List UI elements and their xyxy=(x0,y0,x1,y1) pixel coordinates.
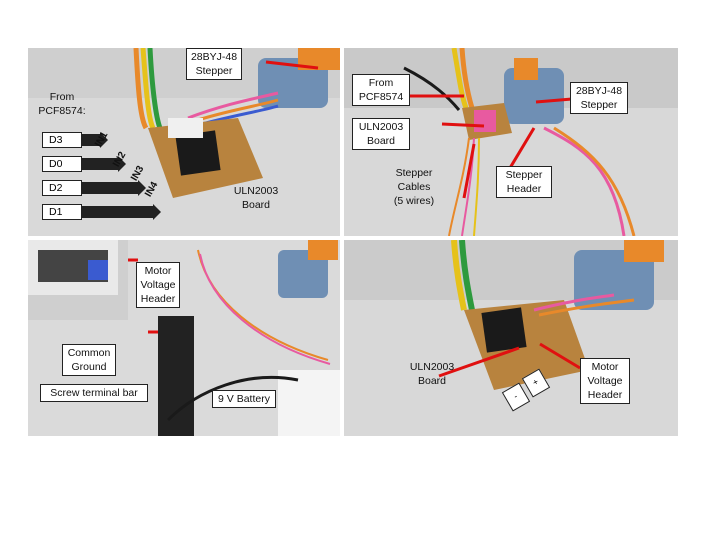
photo-panel-voltage-header: ULN2003 Board - + Motor Voltage Header xyxy=(344,240,678,436)
cables-label: Stepper Cables (5 wires) xyxy=(393,167,435,207)
stepper-label: 28BYJ-48 Stepper xyxy=(570,82,628,114)
motor-voltage-label: Motor Voltage Header xyxy=(580,358,630,404)
motor-voltage-label: Motor Voltage Header xyxy=(136,262,180,308)
pin-d1: D1 xyxy=(42,204,82,220)
pin-d2: D2 xyxy=(42,180,82,196)
stepper-label: 28BYJ-48 Stepper xyxy=(186,48,242,80)
photo-power xyxy=(28,240,340,436)
board-label: ULN2003 Board xyxy=(409,361,455,387)
board-label: ULN2003 Board xyxy=(233,185,279,211)
header-label: Stepper Header xyxy=(496,166,552,198)
photo-panel-stepper-cables: From PCF8574 28BYJ-48 Stepper ULN2003 Bo… xyxy=(344,48,678,236)
terminal-bar-label: Screw terminal bar xyxy=(40,384,148,402)
pin-d3: D3 xyxy=(42,132,82,148)
from-pcf-label: From PCF8574 xyxy=(352,74,410,106)
photo-panel-board-wiring: 28BYJ-48 Stepper From PCF8574: D3 D0 D2 … xyxy=(28,48,340,236)
from-pcf-label: From PCF8574: xyxy=(38,91,86,117)
battery-label: 9 V Battery xyxy=(212,390,276,408)
board-label: ULN2003 Board xyxy=(352,118,410,150)
photo-panel-power: Motor Voltage Header Common Ground Screw… xyxy=(28,240,340,436)
common-ground-label: Common Ground xyxy=(62,344,116,376)
pin-d0: D0 xyxy=(42,156,82,172)
